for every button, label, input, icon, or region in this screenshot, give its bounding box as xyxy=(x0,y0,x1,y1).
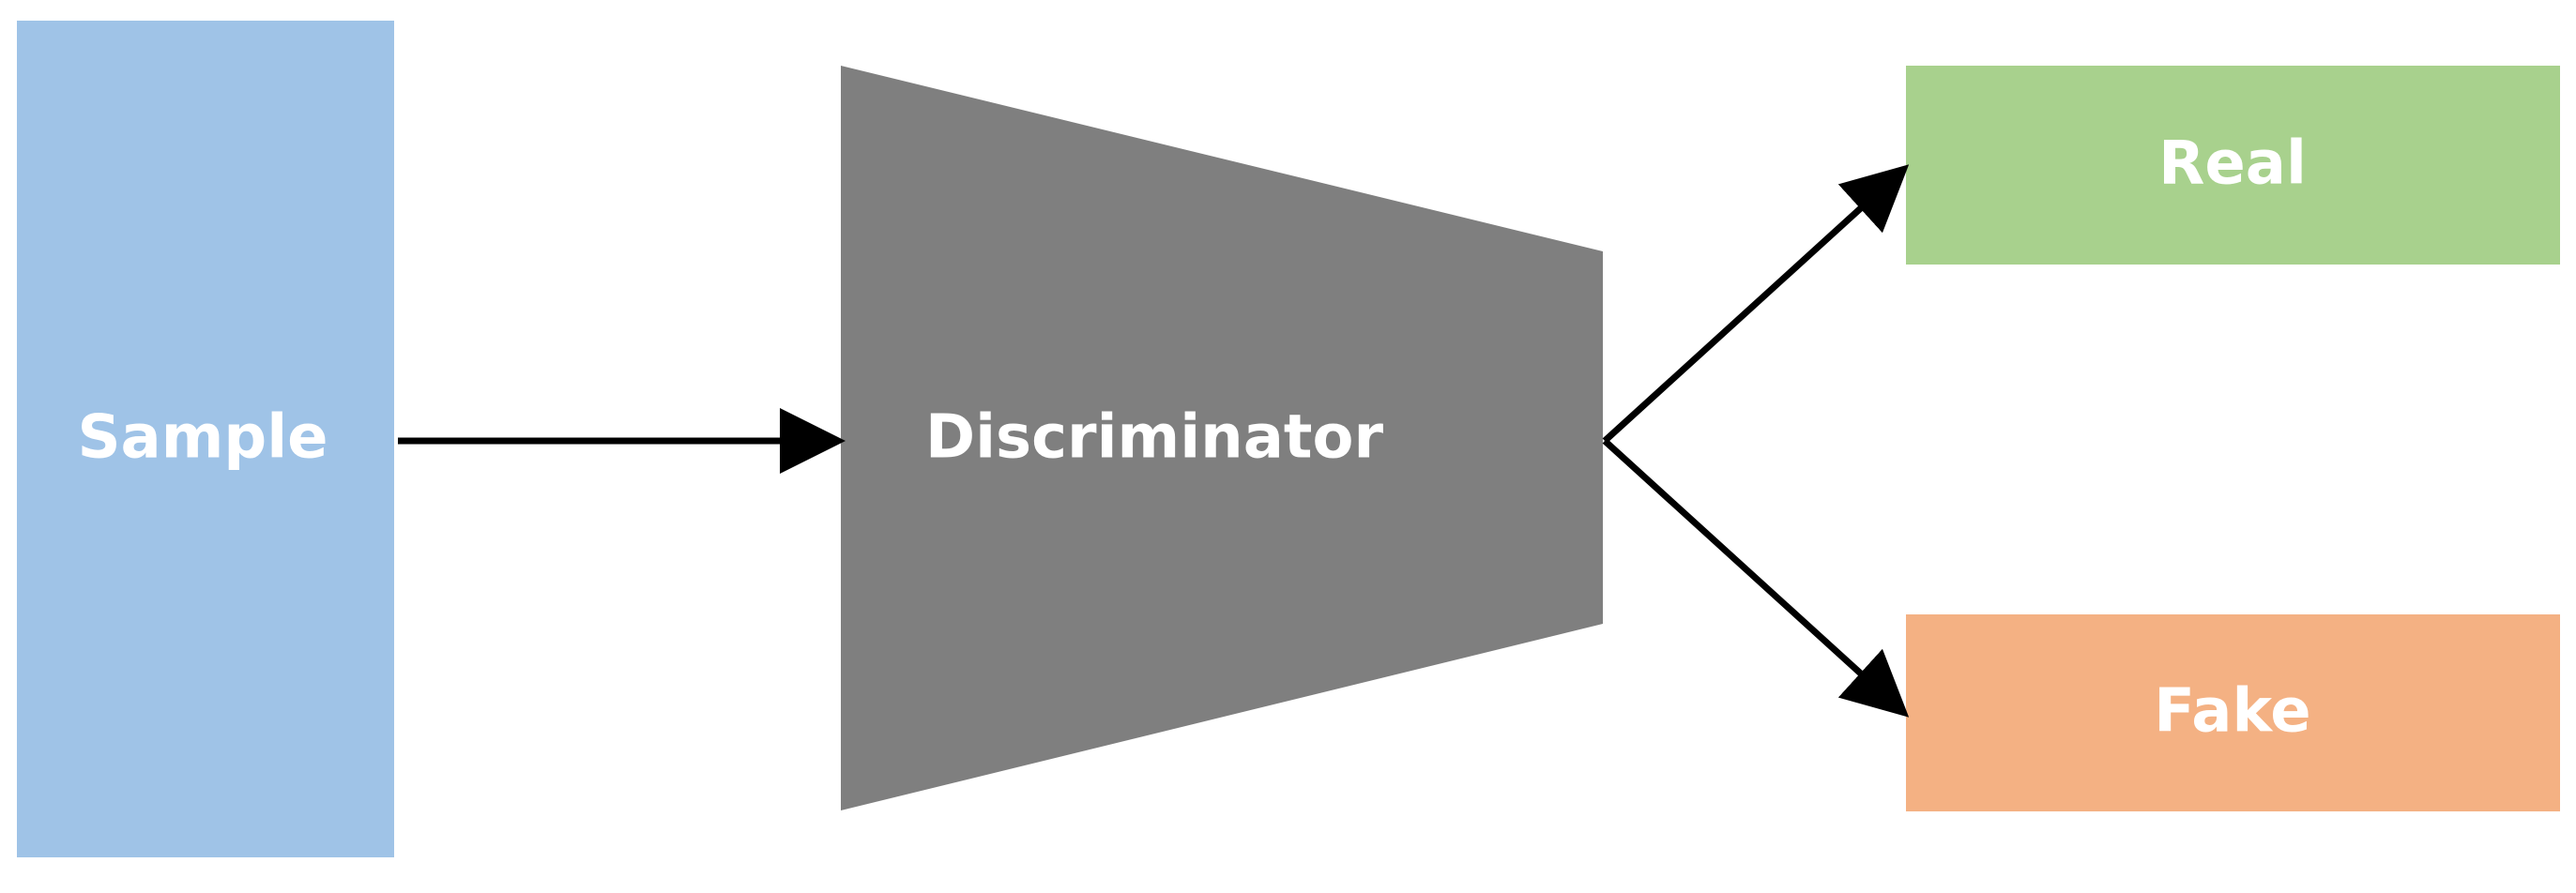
sample-box xyxy=(17,21,394,857)
real-box xyxy=(1906,66,2560,265)
fake-label: Fake xyxy=(2154,677,2310,747)
discriminator-label: Discriminator xyxy=(925,403,1384,473)
real-node: Real xyxy=(1906,66,2560,265)
fake-box xyxy=(1906,614,2560,811)
discriminator-trapezoid xyxy=(841,66,1603,810)
fake-node: Fake xyxy=(1906,614,2560,811)
arrow-discriminator-to-real xyxy=(1602,164,1910,444)
sample-label: Sample xyxy=(77,403,328,473)
arrow-discriminator-to-fake xyxy=(1602,438,1910,718)
real-label: Real xyxy=(2158,129,2307,199)
sample-node: Sample xyxy=(17,21,394,857)
discriminator-node: Discriminator xyxy=(841,66,1603,810)
